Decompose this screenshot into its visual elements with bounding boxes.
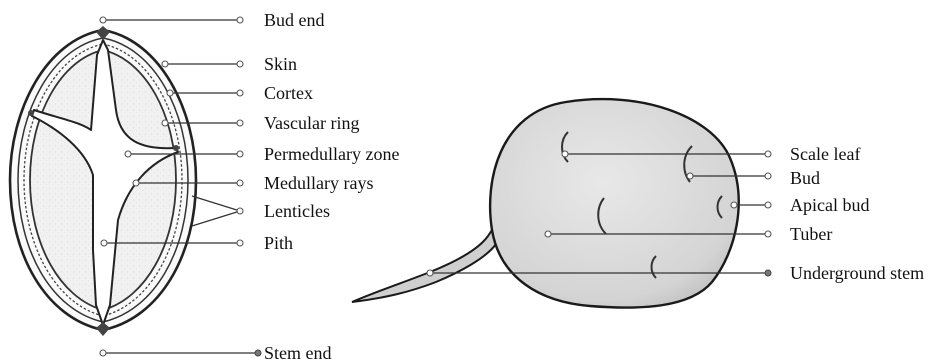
leader-dot bbox=[562, 151, 568, 157]
leader-dot bbox=[237, 151, 243, 157]
leader-dot bbox=[237, 90, 243, 96]
leader-dot bbox=[545, 231, 551, 237]
leader-dot bbox=[162, 120, 168, 126]
leader-dot bbox=[101, 240, 107, 246]
leader-dot bbox=[765, 151, 771, 157]
leader-dot bbox=[731, 202, 737, 208]
label-tuber: Tuber bbox=[790, 224, 832, 244]
label-skin: Skin bbox=[264, 54, 297, 74]
label-underground-stem: Underground stem bbox=[790, 263, 924, 283]
label-pith: Pith bbox=[264, 233, 293, 253]
underground-stem-shape bbox=[352, 230, 496, 302]
label-apical-bud: Apical bud bbox=[790, 195, 869, 215]
leader-dot bbox=[162, 61, 168, 67]
leader-dot bbox=[765, 231, 771, 237]
leader-dot bbox=[100, 350, 106, 356]
label-stem-end: Stem end bbox=[264, 343, 332, 363]
right-labels: Scale leaf Bud Apical bud Tuber Undergro… bbox=[790, 144, 924, 283]
tuber-section-drawing bbox=[10, 26, 196, 336]
leader-dot bbox=[133, 180, 139, 186]
leader-dot bbox=[687, 173, 693, 179]
label-medullary-rays: Medullary rays bbox=[264, 173, 373, 193]
label-bud-end: Bud end bbox=[264, 10, 325, 30]
leader-dot bbox=[237, 208, 243, 214]
leader-dot bbox=[765, 173, 771, 179]
label-perimedullary-zone: Permedullary zone bbox=[264, 144, 399, 164]
label-cortex: Cortex bbox=[264, 83, 313, 103]
tuber-shape bbox=[490, 99, 739, 308]
leader-dot bbox=[100, 17, 106, 23]
leader-dot bbox=[237, 180, 243, 186]
leader-dot bbox=[167, 90, 173, 96]
leader-dot bbox=[125, 151, 131, 157]
leader-lenticles-a bbox=[192, 196, 240, 211]
lenticel-node-left bbox=[28, 110, 34, 116]
leader-dot bbox=[255, 350, 261, 356]
left-labels: Bud end Skin Cortex Vascular ring Permed… bbox=[264, 10, 399, 363]
lenticel-node-right bbox=[173, 145, 179, 151]
leader-dot bbox=[427, 270, 433, 276]
leader-dot bbox=[237, 240, 243, 246]
label-bud: Bud bbox=[790, 168, 820, 188]
leader-dot bbox=[765, 202, 771, 208]
leader-dot bbox=[237, 61, 243, 67]
label-scale-leaf: Scale leaf bbox=[790, 144, 860, 164]
label-vascular-ring: Vascular ring bbox=[264, 113, 359, 133]
leader-dot bbox=[237, 17, 243, 23]
leader-lenticles-b bbox=[192, 211, 240, 226]
leader-dot bbox=[765, 270, 771, 276]
leader-dot bbox=[237, 120, 243, 126]
label-lenticles: Lenticles bbox=[264, 201, 330, 221]
whole-tuber-drawing bbox=[352, 99, 739, 308]
